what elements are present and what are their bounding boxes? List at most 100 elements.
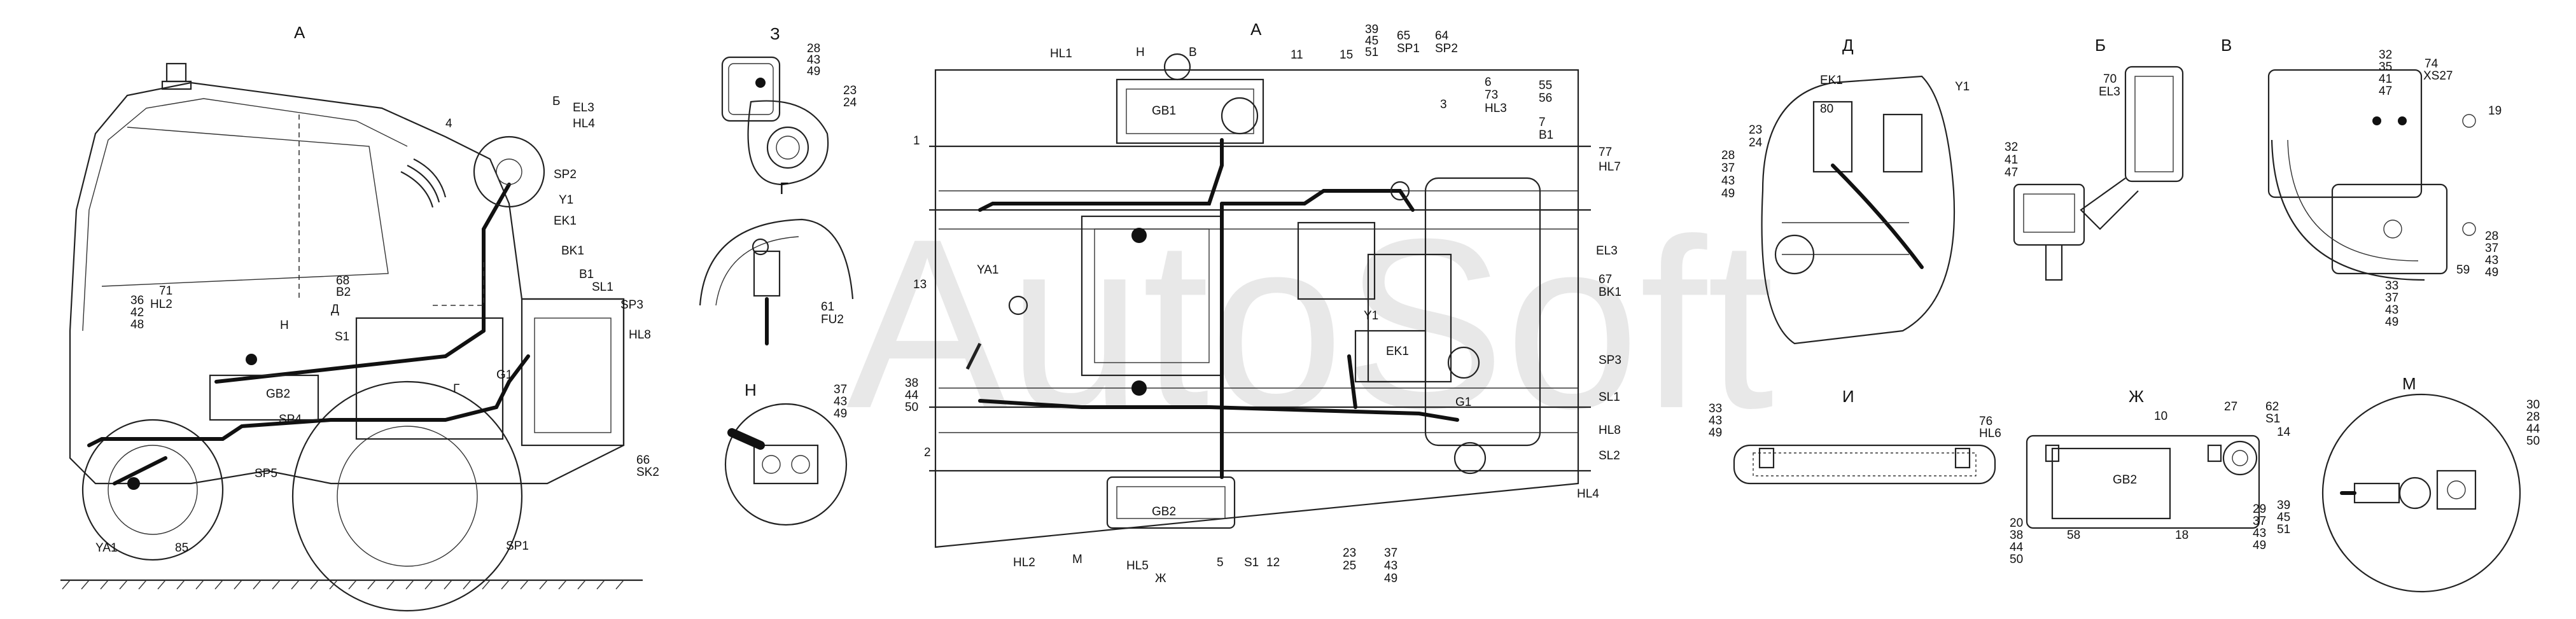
n-43: 43 <box>834 395 847 408</box>
m-hl3: HL3 <box>1485 102 1507 115</box>
zh-62: 62 <box>2265 400 2279 414</box>
label-sl1: SL1 <box>592 281 613 294</box>
label-sp1: SP1 <box>506 539 529 553</box>
label-hl2: HL2 <box>150 298 172 311</box>
m-sp3: SP3 <box>1599 354 1621 367</box>
m-el3: EL3 <box>1596 244 1618 258</box>
detail-i-title: И <box>1842 387 1854 406</box>
v-41: 41 <box>2379 73 2392 86</box>
d-23: 23 <box>1749 123 1762 137</box>
m-sp1: SP1 <box>1397 42 1420 55</box>
label-b1: B1 <box>579 268 594 281</box>
m-49: 49 <box>1384 572 1397 585</box>
detail-z: З 28 43 49 23 24 <box>721 24 857 186</box>
detail-n: Н 37 43 49 <box>724 380 847 526</box>
m-1: 1 <box>913 134 920 148</box>
m-56: 56 <box>1539 92 1552 105</box>
m-28b: 28 <box>2526 410 2540 424</box>
v-xs27: XS27 <box>2423 69 2453 83</box>
z-24: 24 <box>843 96 857 109</box>
m-ya1: YA1 <box>977 263 999 277</box>
m-65: 65 <box>1397 29 1410 43</box>
zh-45: 45 <box>2277 511 2290 524</box>
main-view: А <box>929 20 1591 548</box>
v-33: 33 <box>2385 279 2398 293</box>
detail-m: М 30 28 44 50 <box>2321 374 2540 593</box>
detail-i: И 33 43 49 76 HL6 <box>1709 387 2001 485</box>
label-sp4: SP4 <box>279 413 302 426</box>
m-13: 13 <box>913 278 927 291</box>
detail-zh: Ж 10 27 62 S1 14 GB2 20 38 44 50 58 18 3… <box>2010 387 2291 566</box>
m-gb1: GB1 <box>1152 104 1176 118</box>
m-7: 7 <box>1539 116 1546 129</box>
detail-n-title: Н <box>745 380 757 400</box>
m-51: 51 <box>1365 46 1378 59</box>
m-bk1: BK1 <box>1599 286 1621 299</box>
detail-zh-title: Ж <box>2129 387 2144 406</box>
g-fu2: FU2 <box>821 313 844 326</box>
z-43: 43 <box>807 53 820 67</box>
label-d: Д <box>331 303 339 316</box>
label-gb2: GB2 <box>266 387 290 401</box>
label-66: 66 <box>636 454 650 467</box>
z-23: 23 <box>843 84 857 97</box>
zh-43: 43 <box>2253 527 2266 540</box>
main-view-labels: HL1 Н В GB1 11 15 39 45 51 65 SP1 64 SP2… <box>905 23 1621 585</box>
m-44: 44 <box>905 389 919 402</box>
label-b: Б <box>552 95 560 108</box>
m-v: В <box>1189 46 1197 59</box>
m-12: 12 <box>1266 556 1280 569</box>
d-ek1: EK1 <box>1820 74 1843 87</box>
label-el3: EL3 <box>573 101 594 115</box>
n-49: 49 <box>834 407 847 421</box>
detail-v: В 32 35 41 47 74 XS27 19 28 37 43 49 33 … <box>2221 36 2502 329</box>
label-b2: B2 <box>336 286 351 299</box>
v-43: 43 <box>2485 254 2498 267</box>
m-73: 73 <box>1485 88 1498 102</box>
zh-49: 49 <box>2253 539 2266 552</box>
m-hl4: HL4 <box>1577 487 1599 501</box>
detail-z-title: З <box>770 24 780 43</box>
side-view <box>60 62 643 612</box>
v-49b: 49 <box>2385 316 2398 329</box>
v-19: 19 <box>2488 104 2502 118</box>
i-49: 49 <box>1709 426 1722 440</box>
d-28: 28 <box>1721 149 1735 162</box>
d-37: 37 <box>1721 162 1735 175</box>
d-y1: Y1 <box>1955 80 1970 94</box>
zh-27: 27 <box>2224 400 2237 414</box>
label-g: Г <box>453 382 459 396</box>
detail-v-title: В <box>2221 36 2232 55</box>
m-m: M <box>1072 553 1082 566</box>
label-48: 48 <box>130 318 144 331</box>
label-bk1: BK1 <box>561 244 584 258</box>
zh-58: 58 <box>2067 529 2080 542</box>
label-sp5: SP5 <box>255 467 277 480</box>
m-6: 6 <box>1485 76 1492 89</box>
zh-29: 29 <box>2253 503 2266 516</box>
b-41: 41 <box>2005 153 2018 167</box>
v-37: 37 <box>2485 242 2498 255</box>
zh-38: 38 <box>2010 529 2023 542</box>
label-ek1: EK1 <box>554 214 577 228</box>
i-43: 43 <box>1709 414 1722 428</box>
g-61: 61 <box>821 300 834 314</box>
v-28: 28 <box>2485 230 2498 243</box>
m-64: 64 <box>1435 29 1449 43</box>
d-49: 49 <box>1721 187 1735 200</box>
zh-14: 14 <box>2277 426 2291 439</box>
i-hl6: HL6 <box>1979 427 2001 440</box>
m-3: 3 <box>1440 98 1447 111</box>
label-71: 71 <box>159 284 172 298</box>
m-sp2: SP2 <box>1435 42 1458 55</box>
n-37: 37 <box>834 383 847 396</box>
m-5: 5 <box>1217 556 1224 569</box>
side-view-labels: А Б EL3 HL4 4 SP2 Y1 EK1 BK1 B1 SL1 SP3 … <box>95 23 659 555</box>
m-n: Н <box>1136 46 1145 59</box>
zh-s1: S1 <box>2265 412 2280 426</box>
zh-10: 10 <box>2154 410 2167 423</box>
label-s1: S1 <box>335 330 349 344</box>
v-35: 35 <box>2379 60 2392 74</box>
d-43: 43 <box>1721 174 1735 188</box>
